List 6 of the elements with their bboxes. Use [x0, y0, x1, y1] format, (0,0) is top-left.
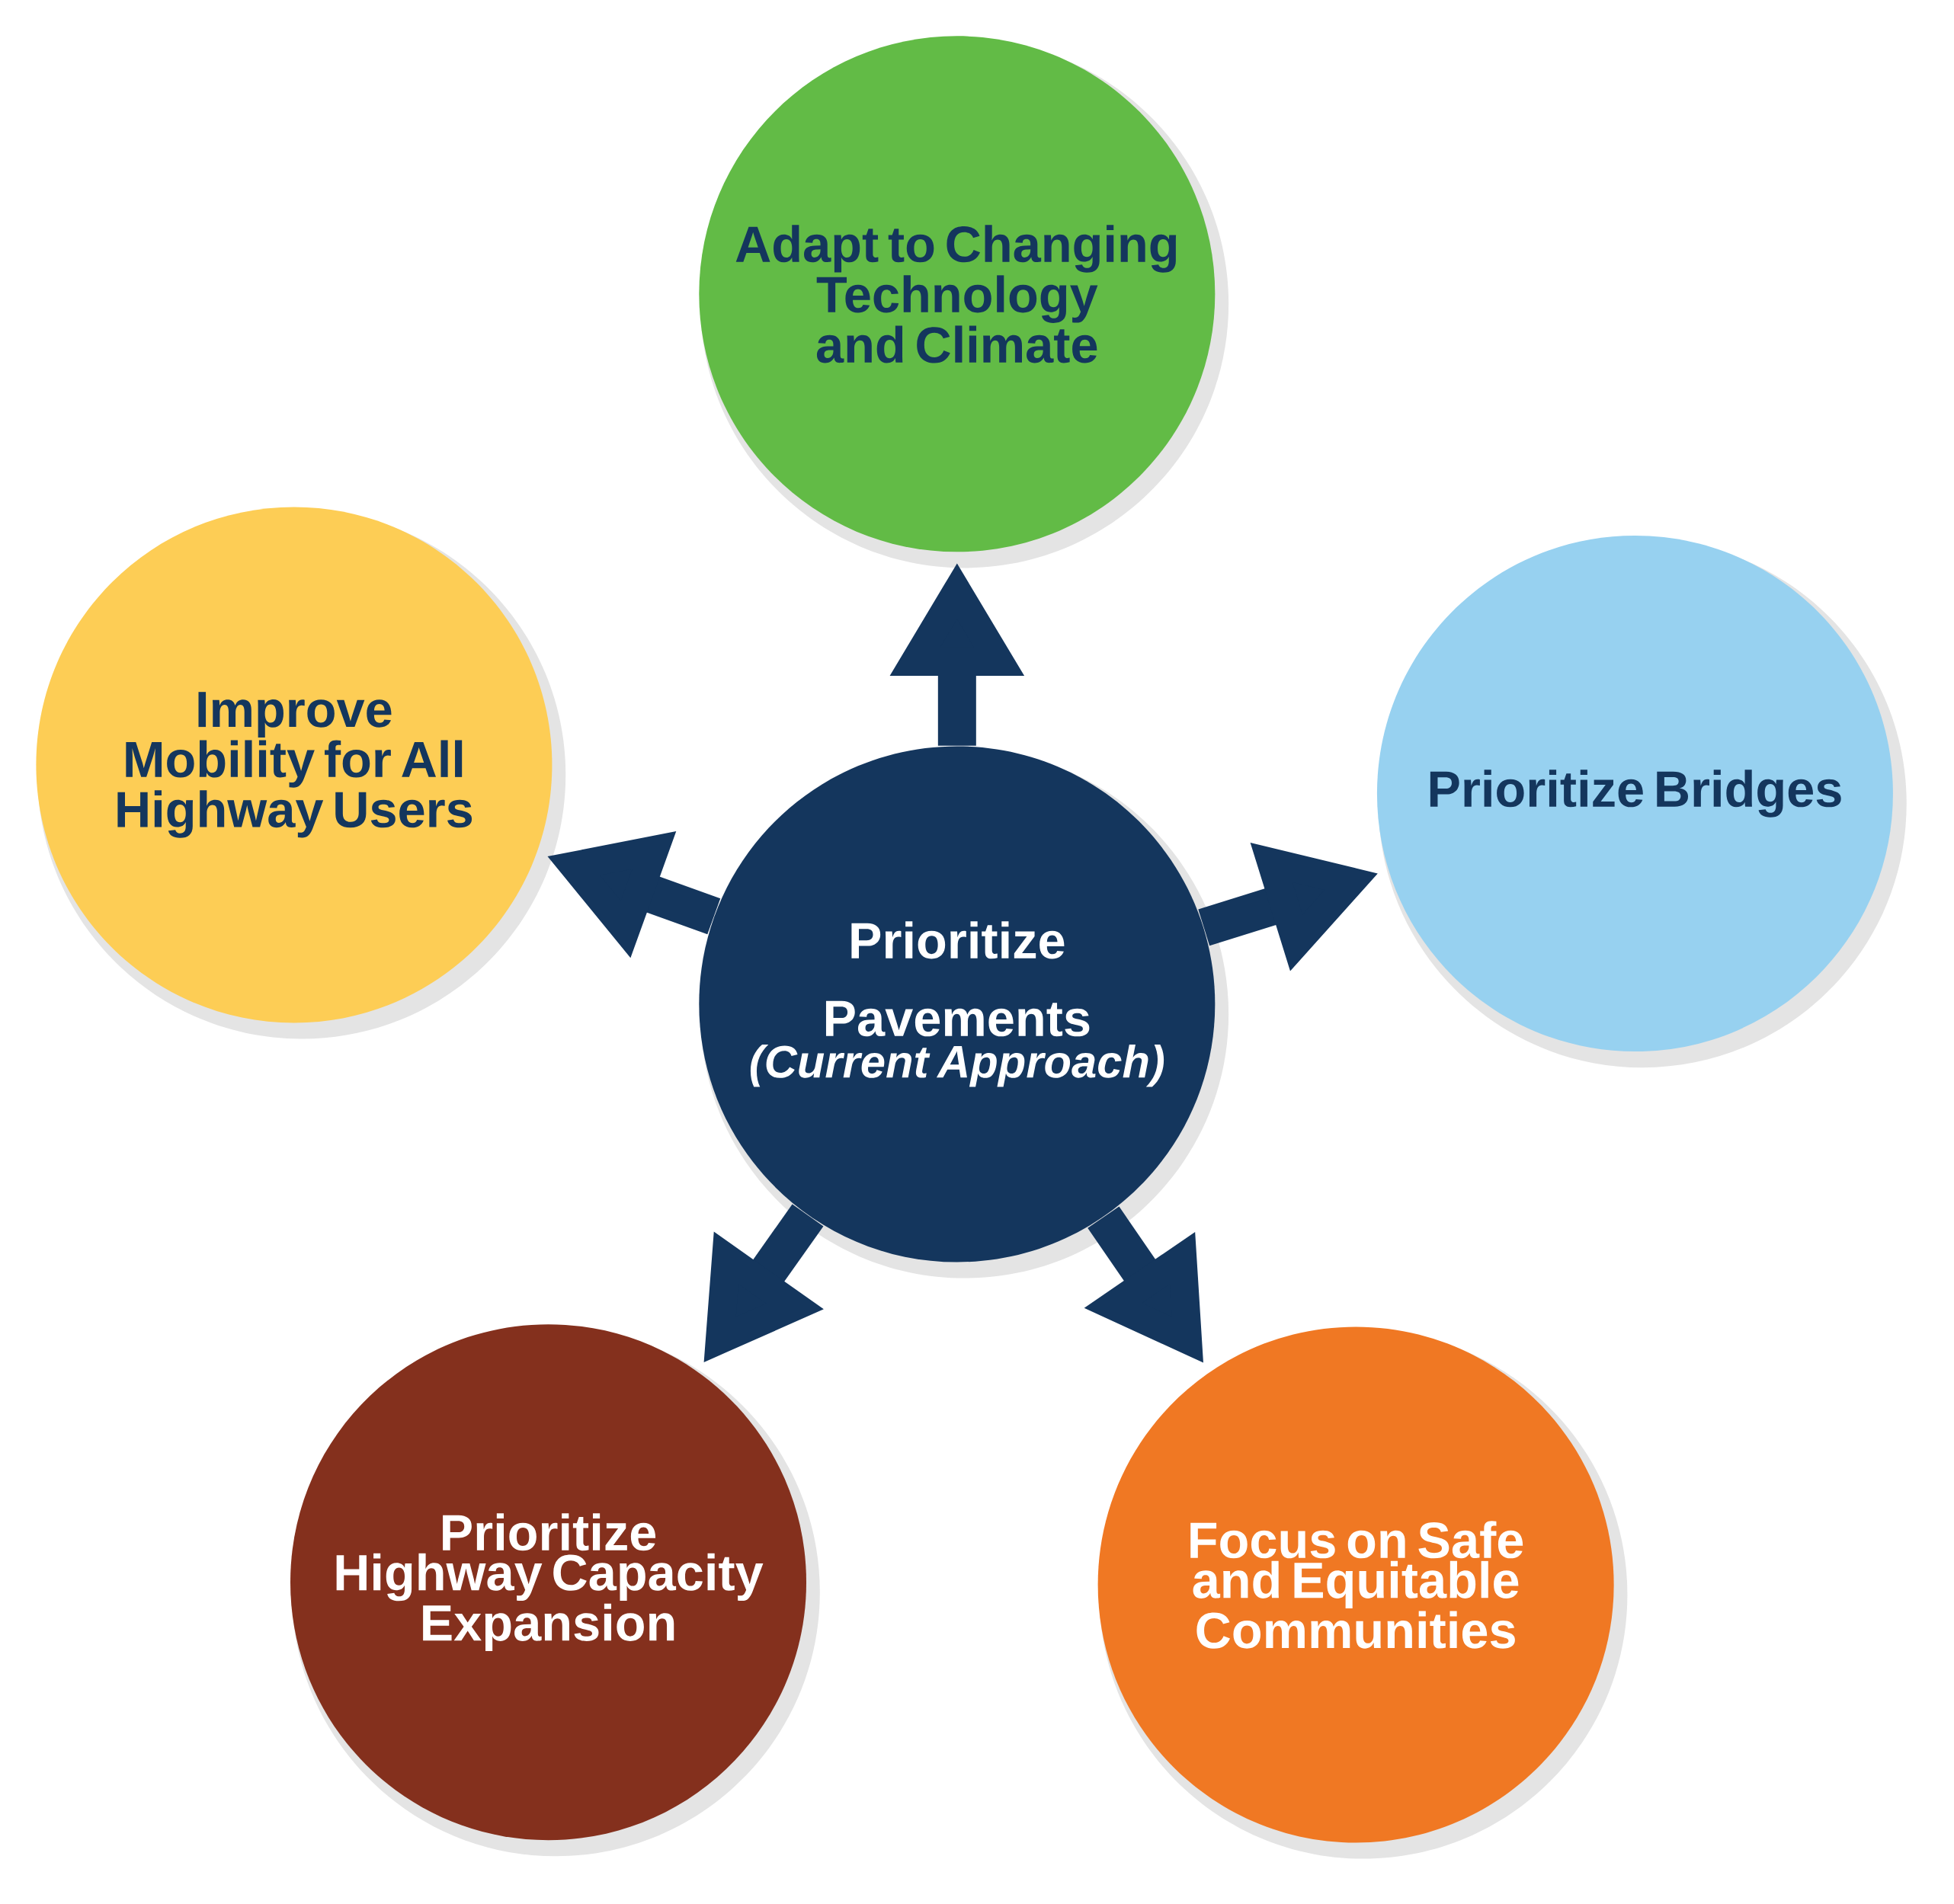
circle-node: Prioritize Highway Capacity Expansion — [290, 1324, 806, 1841]
circle-node: Prioritize Pavements (Current Approach) — [699, 746, 1216, 1262]
circle-node: Prioritize Bridges — [1376, 536, 1893, 1052]
circle-node: Focus on Safe and Equitable Communities — [1097, 1326, 1614, 1843]
circle-node: Improve Mobility for All Highway Users — [36, 507, 553, 1023]
circle-node: Adapt to Changing Technology and Climate — [699, 36, 1216, 552]
